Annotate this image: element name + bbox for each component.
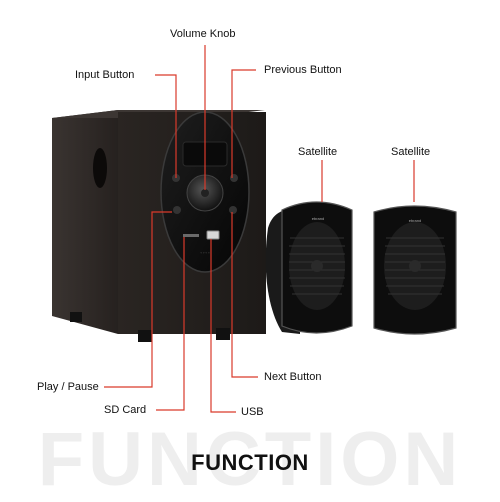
callout-previous-button <box>231 69 256 178</box>
usb-port <box>206 230 220 240</box>
label-previous-button: Previous Button <box>264 64 342 76</box>
label-input-button: Input Button <box>75 69 135 81</box>
svg-text:◦ ◦ ◦ ◦: ◦ ◦ ◦ ◦ <box>200 250 210 255</box>
bass-port <box>93 148 107 188</box>
callout-usb <box>210 239 236 413</box>
label-satellite-right: Satellite <box>391 146 431 158</box>
callout-input-button <box>155 74 177 178</box>
svg-text:ebrand: ebrand <box>312 216 324 221</box>
callout-play-pause <box>104 211 172 388</box>
svg-text:ebrand: ebrand <box>409 218 421 223</box>
page-title: FUNCTION <box>191 450 309 475</box>
play-pause-button-icon <box>173 206 181 214</box>
satellite-left: ebrand <box>265 201 353 334</box>
callout-lines <box>104 45 415 413</box>
subwoofer-foot <box>216 328 230 340</box>
sd-card-slot <box>183 234 199 237</box>
previous-button-icon <box>230 174 238 182</box>
label-usb: USB <box>241 406 264 418</box>
label-next-button: Next Button <box>264 371 322 383</box>
label-play-pause: Play / Pause <box>37 381 99 393</box>
callout-sd-card <box>156 237 185 411</box>
subwoofer: ◦ ◦ ◦ ◦ <box>52 110 266 342</box>
label-satellite-left: Satellite <box>298 146 338 158</box>
label-volume-knob: Volume Knob <box>170 28 236 40</box>
callout-next-button <box>231 212 258 378</box>
subwoofer-foot <box>70 312 82 322</box>
subwoofer-foot <box>138 330 152 342</box>
satellite-right: ebrand <box>373 205 457 335</box>
label-sd-card: SD Card <box>104 404 147 416</box>
subwoofer-side <box>52 110 118 334</box>
watermark-text: FUNCTION <box>37 417 463 502</box>
next-button-icon <box>229 206 237 214</box>
